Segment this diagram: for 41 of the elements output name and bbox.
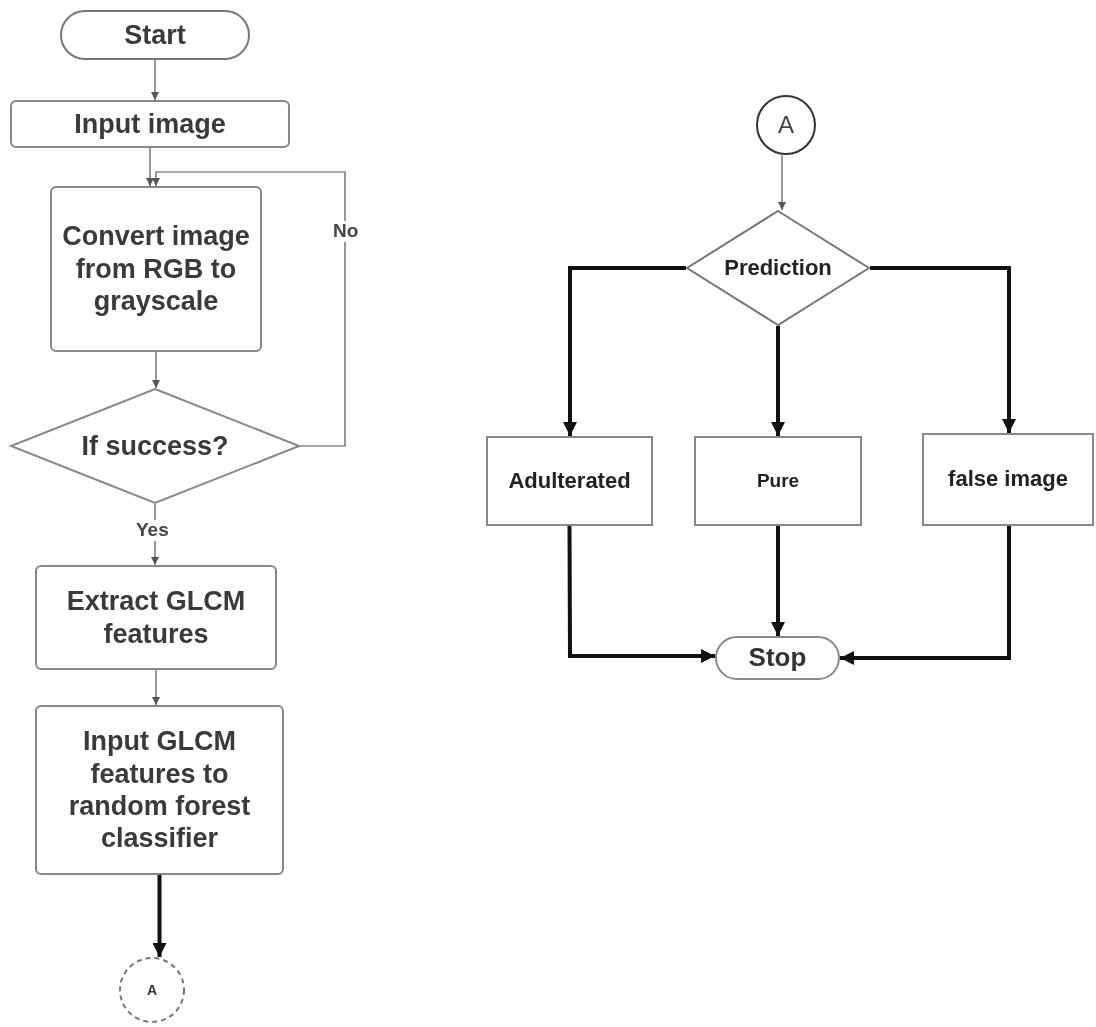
arrow [146, 147, 154, 187]
arrow [771, 326, 785, 436]
node-text: Pure [755, 469, 801, 493]
arrow [152, 171, 346, 447]
arrow [152, 669, 160, 706]
terminal-pill [715, 636, 840, 680]
process-box [50, 186, 262, 352]
decision-diamond [10, 388, 300, 504]
arrow [152, 875, 167, 957]
arrow [152, 351, 160, 389]
connector-circle [756, 95, 816, 155]
decision-diamond [686, 210, 870, 326]
node-text: Start [123, 18, 187, 52]
process-box [35, 705, 284, 875]
edge-label: No [331, 221, 361, 242]
terminal-pill [60, 10, 250, 60]
arrow [771, 526, 785, 636]
node-text: Prediction [723, 254, 833, 282]
edge-label: Yes [134, 520, 171, 541]
connector-circle [119, 957, 185, 1023]
node-text: A [777, 110, 795, 140]
node-text: Input image [73, 107, 227, 141]
arrow [563, 266, 686, 436]
node-text: Extract GLCM features [65, 585, 247, 650]
arrow [870, 266, 1016, 433]
process-box [694, 436, 862, 526]
arrow [778, 154, 786, 211]
node-text: Input GLCM features to random forest classifier [67, 725, 252, 855]
node-text: false image [947, 466, 1069, 493]
process-box [35, 565, 277, 670]
arrow [840, 526, 1011, 665]
node-text: If success? [80, 429, 230, 463]
arrow [151, 59, 159, 101]
node-text: Convert image from RGB to grayscale [61, 220, 251, 318]
process-box [10, 100, 290, 148]
process-box [922, 433, 1094, 526]
process-box [486, 436, 653, 526]
node-text: Stop [747, 642, 808, 674]
arrow [567, 526, 715, 663]
node-text: Adulterated [507, 467, 632, 495]
node-text: A [145, 981, 159, 999]
